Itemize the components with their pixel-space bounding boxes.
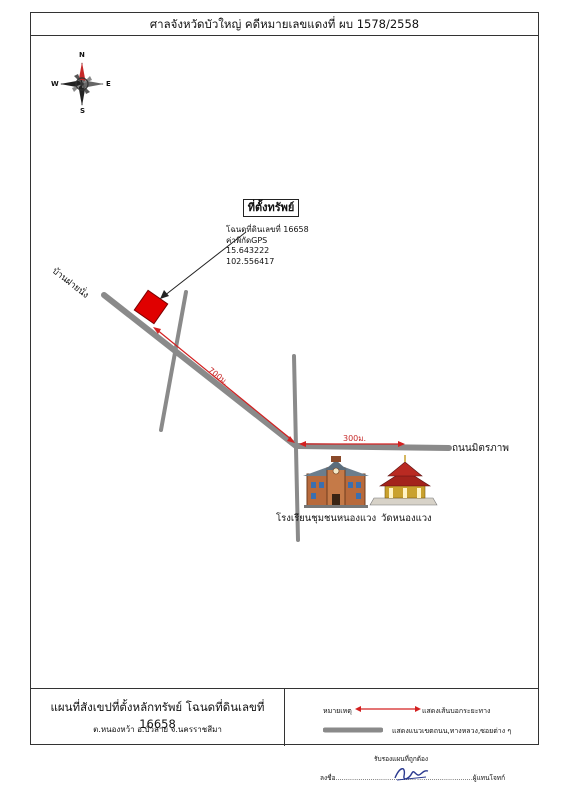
footer-divider: [284, 689, 285, 746]
property-marker: [133, 289, 169, 325]
legend-label: หมายเหตุ: [323, 707, 352, 715]
road-village: [101, 292, 299, 449]
property-lat: 15.643222: [226, 246, 270, 255]
road-mittraphap-label: ถนนมิตรภาพ: [452, 443, 509, 454]
signature-scribble: [394, 768, 429, 781]
property-info: โฉนดที่ดินเลขที่ 16658 ค่าพิกัดGPS 15.64…: [226, 225, 309, 267]
school-icon: [303, 456, 369, 508]
legend-arrow-icon: [355, 706, 421, 712]
footer-location: ต.หนองหว้า อ.บัวลาย จ.นครราชสีมา: [93, 725, 222, 734]
certify-label: รับรองแผนที่ถูกต้อง: [374, 755, 429, 763]
school-label: โรงเรียนชุมชนหนองแวง: [276, 513, 377, 524]
property-title: ที่ตั้งทรัพย์: [243, 199, 299, 217]
road-cross-1: [159, 290, 188, 432]
temple-label: วัดหนองแวง: [381, 513, 432, 524]
compass-west-label: W: [51, 80, 59, 88]
pointer-arrowhead: [160, 290, 169, 299]
map-sheet: ศาลจังหวัดบัวใหญ่ คดีหมายเลขแดงที่ ผบ 15…: [30, 12, 539, 746]
distance-300-label: 300ม.: [343, 434, 367, 443]
compass-south-label: S: [80, 107, 86, 115]
distance-arrow-700: [153, 327, 295, 443]
legend-road-desc: แสดงแนวเขตถนน,ทางหลวง,ซอยต่าง ๆ: [392, 727, 512, 735]
road-mittraphap: [295, 443, 452, 451]
property-gps-label: ค่าพิกัดGPS: [226, 235, 268, 245]
footer-panel: แผนที่สังเขปที่ตั้งหลักทรัพย์ โฉนดที่ดิน…: [31, 688, 538, 746]
temple-icon: [369, 455, 438, 506]
legend-arrow-desc: แสดงเส้นบอกระยะทาง: [422, 707, 491, 715]
property-lon: 102.556417: [226, 256, 275, 266]
footer-title: แผนที่สังเขปที่ตั้งหลักทรัพย์ โฉนดที่ดิน…: [50, 700, 265, 731]
legend-road-icon: [323, 727, 383, 733]
sign-line-prefix: ลงชื่อ..................................…: [320, 774, 417, 782]
compass-north-label: N: [79, 51, 85, 59]
page-header: ศาลจังหวัดบัวใหญ่ คดีหมายเลขแดงที่ ผบ 15…: [31, 13, 538, 36]
compass-icon: [60, 62, 104, 106]
property-deed: โฉนดที่ดินเลขที่ 16658: [226, 225, 309, 234]
distance-arrow-300: [299, 441, 405, 447]
case-title: ศาลจังหวัดบัวใหญ่ คดีหมายเลขแดงที่ ผบ 15…: [149, 17, 420, 31]
sign-line-suffix: ...........................ผู้แทนโจทก์: [417, 774, 506, 782]
pointer-line: [163, 231, 247, 297]
compass-east-label: E: [106, 80, 111, 88]
